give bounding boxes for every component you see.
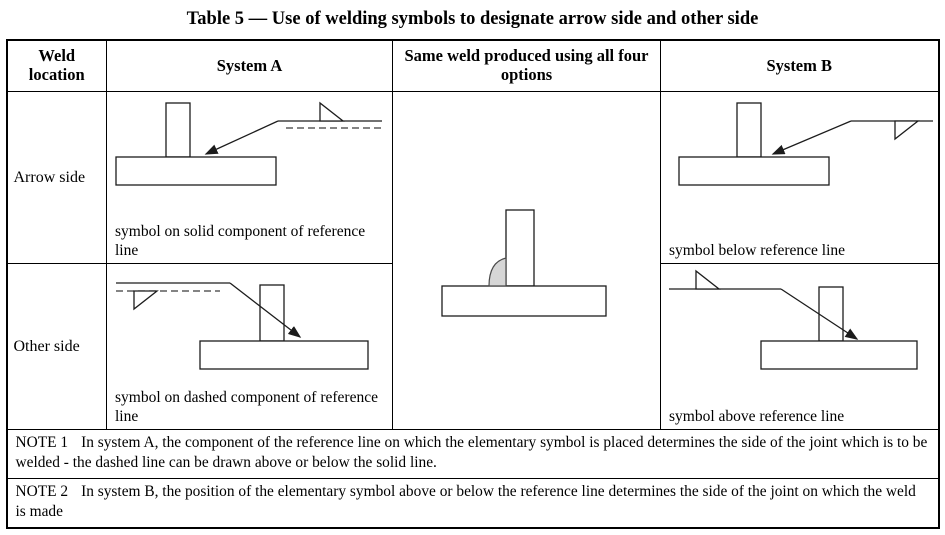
- fillet-weld-symbol: [133, 290, 159, 311]
- diagram-system-b-arrow-side: [678, 102, 933, 186]
- caption-system-a-arrow-side: symbol on solid component of reference l…: [115, 223, 366, 260]
- cell-actual-weld: [392, 91, 661, 430]
- t-joint-plates: [760, 286, 918, 370]
- row-label-other-side: Other side: [6, 263, 107, 430]
- welding-symbols-table: Weld location System A Same weld produce…: [5, 39, 940, 530]
- t-joint-plates: [440, 208, 607, 317]
- arrow-line: [780, 288, 859, 340]
- header-row: Weld location System A Same weld produce…: [6, 39, 939, 92]
- arrow-line: [204, 120, 279, 155]
- note-1-label: NOTE 1: [15, 434, 69, 451]
- header-weld-location: Weld location: [6, 39, 107, 92]
- note-2-label: NOTE 2: [15, 483, 69, 501]
- row-label-arrow-side: Arrow side: [6, 91, 107, 264]
- header-system-b: System B: [660, 39, 939, 92]
- row-other-side: Other side: [6, 263, 939, 430]
- diagram-system-a-other-side: [116, 282, 369, 370]
- diagram-system-b-other-side: [669, 269, 918, 370]
- shaded-fillet-weld: [487, 256, 507, 287]
- fillet-weld-symbol: [319, 101, 345, 122]
- cell-system-a-arrow-side: symbol on solid component of reference l…: [106, 91, 393, 264]
- diagram-system-a-arrow-side: [115, 101, 382, 186]
- arrow-line: [229, 282, 302, 338]
- t-joint-plates: [678, 102, 830, 186]
- diagram-actual-weld: [440, 208, 607, 317]
- fillet-weld-symbol: [894, 120, 920, 141]
- caption-system-a-other-side: symbol on dashed component of reference …: [115, 389, 378, 426]
- note-1-text: In system A, the component of the refere…: [15, 434, 928, 472]
- header-system-a: System A: [106, 39, 393, 92]
- note-2-text: In system B, the position of the element…: [15, 483, 916, 521]
- header-four-options: Same weld produced using all four option…: [392, 39, 661, 92]
- caption-system-b-other-side: symbol above reference line: [669, 408, 845, 426]
- t-joint-plates: [115, 102, 277, 186]
- t-joint-plates: [199, 284, 369, 370]
- arrow-line: [771, 120, 852, 155]
- row-arrow-side: Arrow side: [6, 91, 939, 430]
- cell-system-b-arrow-side: symbol below reference line: [660, 91, 939, 264]
- table-title: Table 5 — Use of welding symbols to desi…: [186, 9, 759, 29]
- fillet-weld-symbol: [695, 269, 721, 290]
- caption-system-b-arrow-side: symbol below reference line: [669, 242, 846, 260]
- cell-system-b-other-side: symbol above reference line: [660, 263, 939, 430]
- cell-system-a-other-side: symbol on dashed component of reference …: [106, 263, 393, 430]
